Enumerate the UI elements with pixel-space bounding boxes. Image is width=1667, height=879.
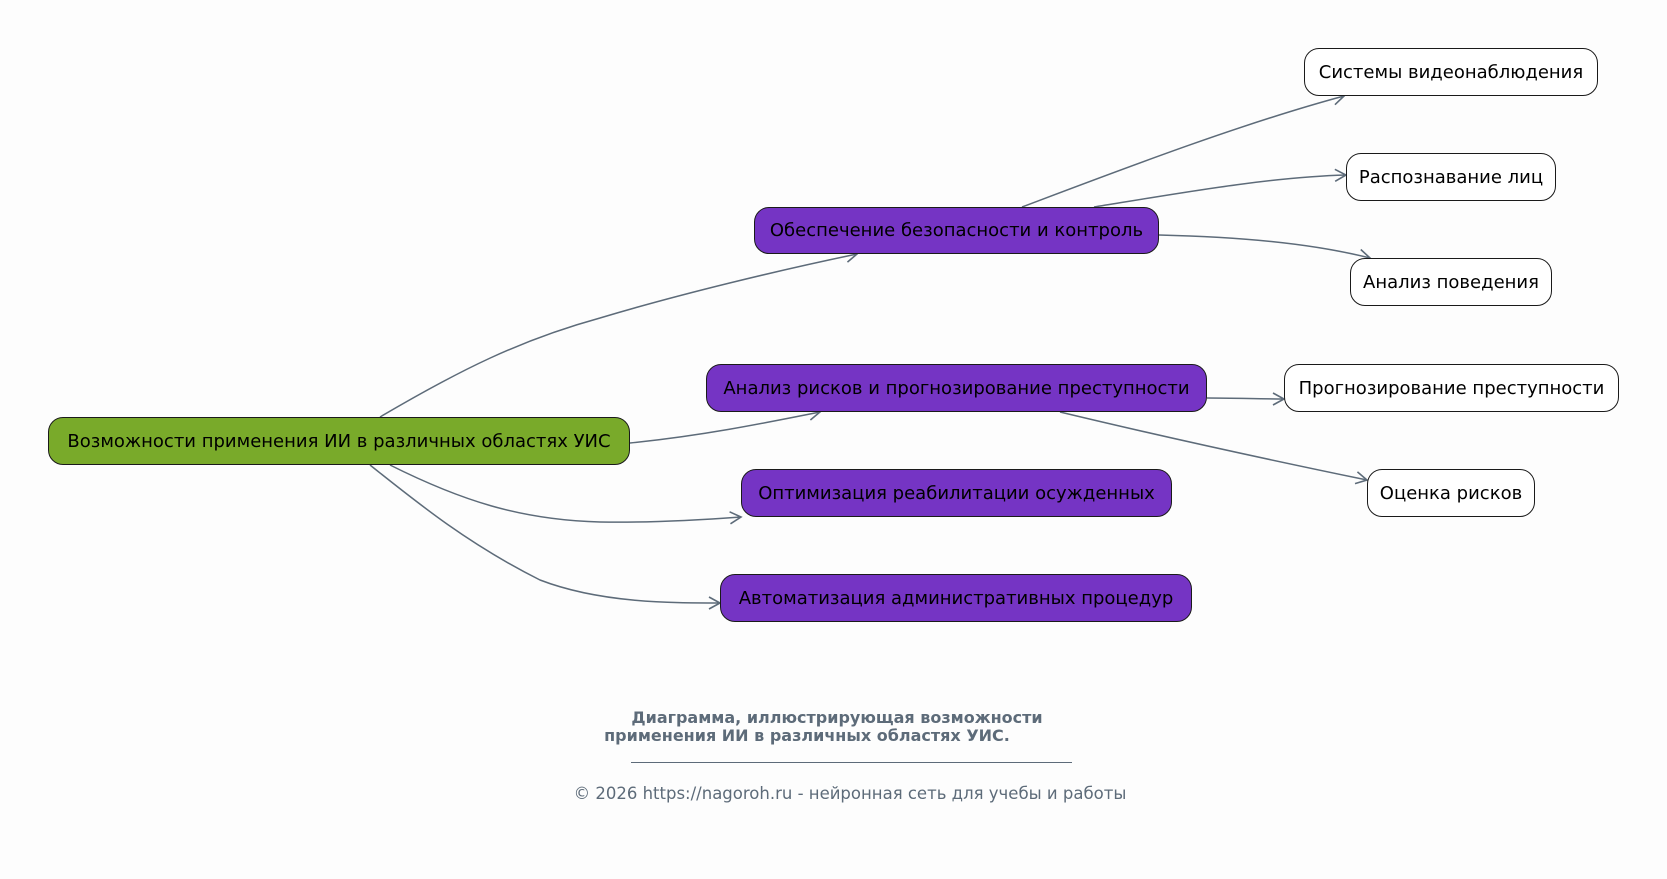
footer: © 2026 https://nagoroh.ru - нейронная се… bbox=[0, 784, 1667, 803]
caption-separator bbox=[631, 762, 1072, 763]
branch-node-automation[interactable]: Автоматизация административных процедур bbox=[720, 574, 1192, 622]
leaf-node-face-recognition[interactable]: Распознавание лиц bbox=[1346, 153, 1556, 201]
caption-line-1: Диаграмма, иллюстрирующая возможности bbox=[631, 708, 1043, 727]
root-node-label: Возможности применения ИИ в различных об… bbox=[67, 430, 611, 452]
branch-node-label: Оптимизация реабилитации осужденных bbox=[758, 482, 1155, 504]
edge-security-to-faces bbox=[1093, 168, 1348, 208]
leaf-node-label: Прогнозирование преступности bbox=[1298, 377, 1605, 399]
leaf-node-crime-forecasting[interactable]: Прогнозирование преступности bbox=[1284, 364, 1619, 412]
edge-root-to-rehabilitation bbox=[389, 464, 743, 525]
branch-node-rehabilitation[interactable]: Оптимизация реабилитации осужденных bbox=[741, 469, 1172, 517]
leaf-node-video-surveillance[interactable]: Системы видеонаблюдения bbox=[1304, 48, 1598, 96]
edge-risk-to-assessment bbox=[1059, 411, 1369, 485]
leaf-node-label: Распознавание лиц bbox=[1358, 166, 1544, 188]
leaf-node-risk-assessment[interactable]: Оценка рисков bbox=[1367, 469, 1535, 517]
branch-node-label: Автоматизация административных процедур bbox=[738, 587, 1174, 609]
edge-security-to-behavior bbox=[1158, 234, 1372, 262]
edge-root-to-risk-analysis bbox=[629, 407, 822, 444]
edge-security-to-video bbox=[1021, 92, 1346, 208]
caption-line-2: применения ИИ в различных областях УИС. bbox=[604, 726, 1010, 745]
branch-node-security[interactable]: Обеспечение безопасности и контроль bbox=[754, 207, 1159, 254]
edge-root-to-security bbox=[379, 249, 859, 418]
leaf-node-label: Оценка рисков bbox=[1379, 482, 1523, 504]
leaf-node-label: Анализ поведения bbox=[1363, 271, 1539, 293]
edge-risk-to-forecast bbox=[1206, 392, 1286, 406]
leaf-node-behavior-analysis[interactable]: Анализ поведения bbox=[1350, 258, 1552, 306]
edge-root-to-automation bbox=[369, 464, 722, 610]
branch-node-label: Обеспечение безопасности и контроль bbox=[769, 220, 1144, 241]
root-node[interactable]: Возможности применения ИИ в различных об… bbox=[48, 417, 630, 465]
leaf-node-label: Системы видеонаблюдения bbox=[1318, 61, 1584, 83]
footer-copyright: © 2026 https://nagoroh.ru - нейронная се… bbox=[573, 784, 1127, 803]
diagram-caption: Диаграмма, иллюстрирующая возможности пр… bbox=[560, 709, 1080, 745]
branch-node-label: Анализ рисков и прогнозирование преступн… bbox=[723, 377, 1190, 399]
branch-node-risk-analysis[interactable]: Анализ рисков и прогнозирование преступн… bbox=[706, 364, 1207, 412]
